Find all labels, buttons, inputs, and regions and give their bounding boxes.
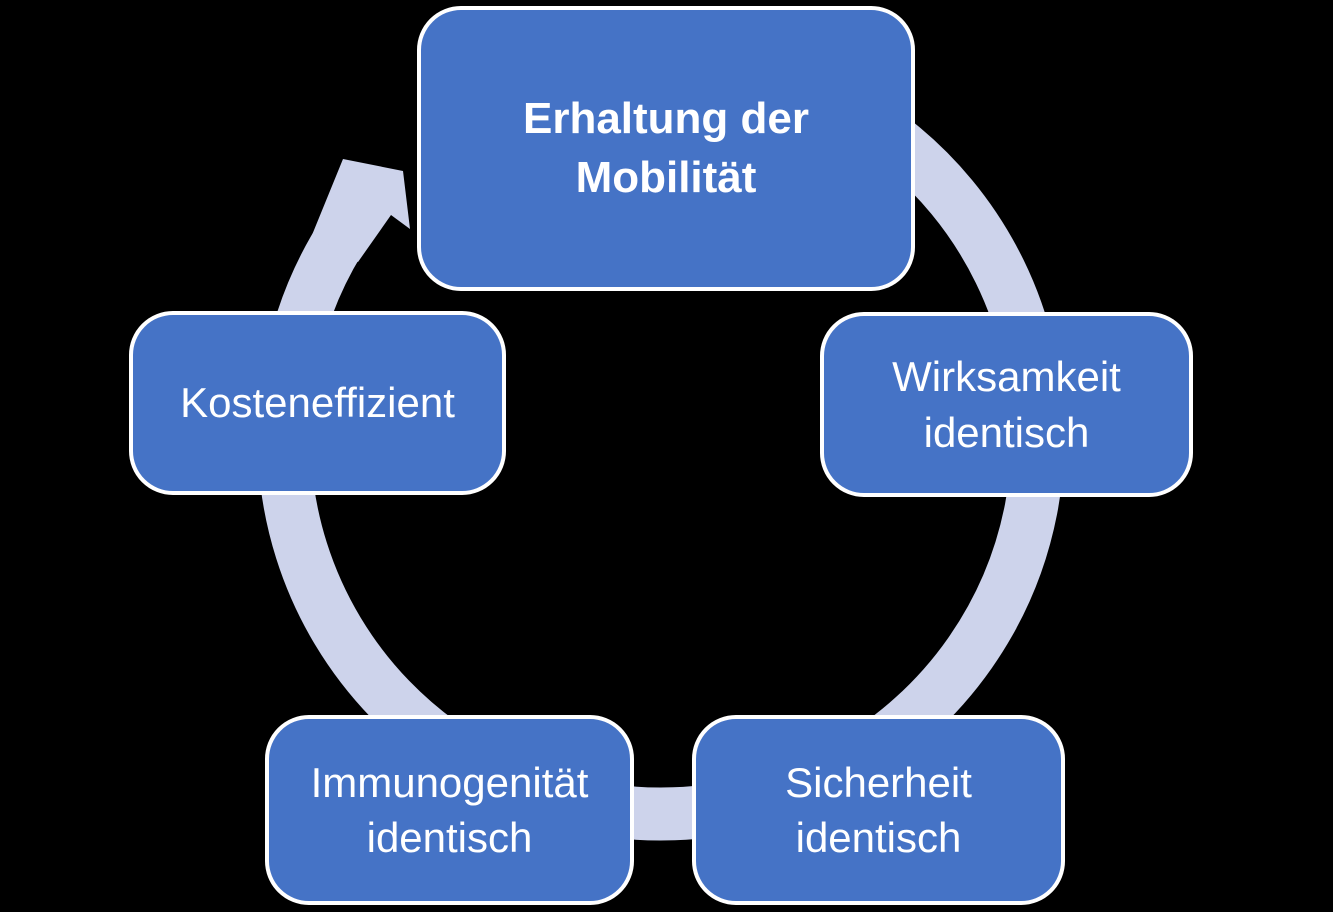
node-label: Immunogenität identisch (310, 758, 589, 861)
node-label: Erhaltung der Mobilität (522, 94, 810, 202)
circular-arrow-head-icon (312, 159, 410, 262)
node-label: Sicherheit identisch (785, 758, 972, 861)
cycle-node-immunogenitaet-identisch: Immunogenität identisch (265, 715, 634, 905)
cycle-node-wirksamkeit-identisch: Wirksamkeit identisch (820, 312, 1193, 497)
cycle-node-sicherheit-identisch: Sicherheit identisch (692, 715, 1065, 905)
node-label: Wirksamkeit identisch (892, 353, 1121, 456)
cycle-node-erhaltung-der-mobilitaet: Erhaltung der Mobilität (417, 6, 915, 291)
cycle-node-kosteneffizient: Kosteneffizient (129, 311, 506, 495)
node-label: Kosteneffizient (180, 379, 455, 427)
